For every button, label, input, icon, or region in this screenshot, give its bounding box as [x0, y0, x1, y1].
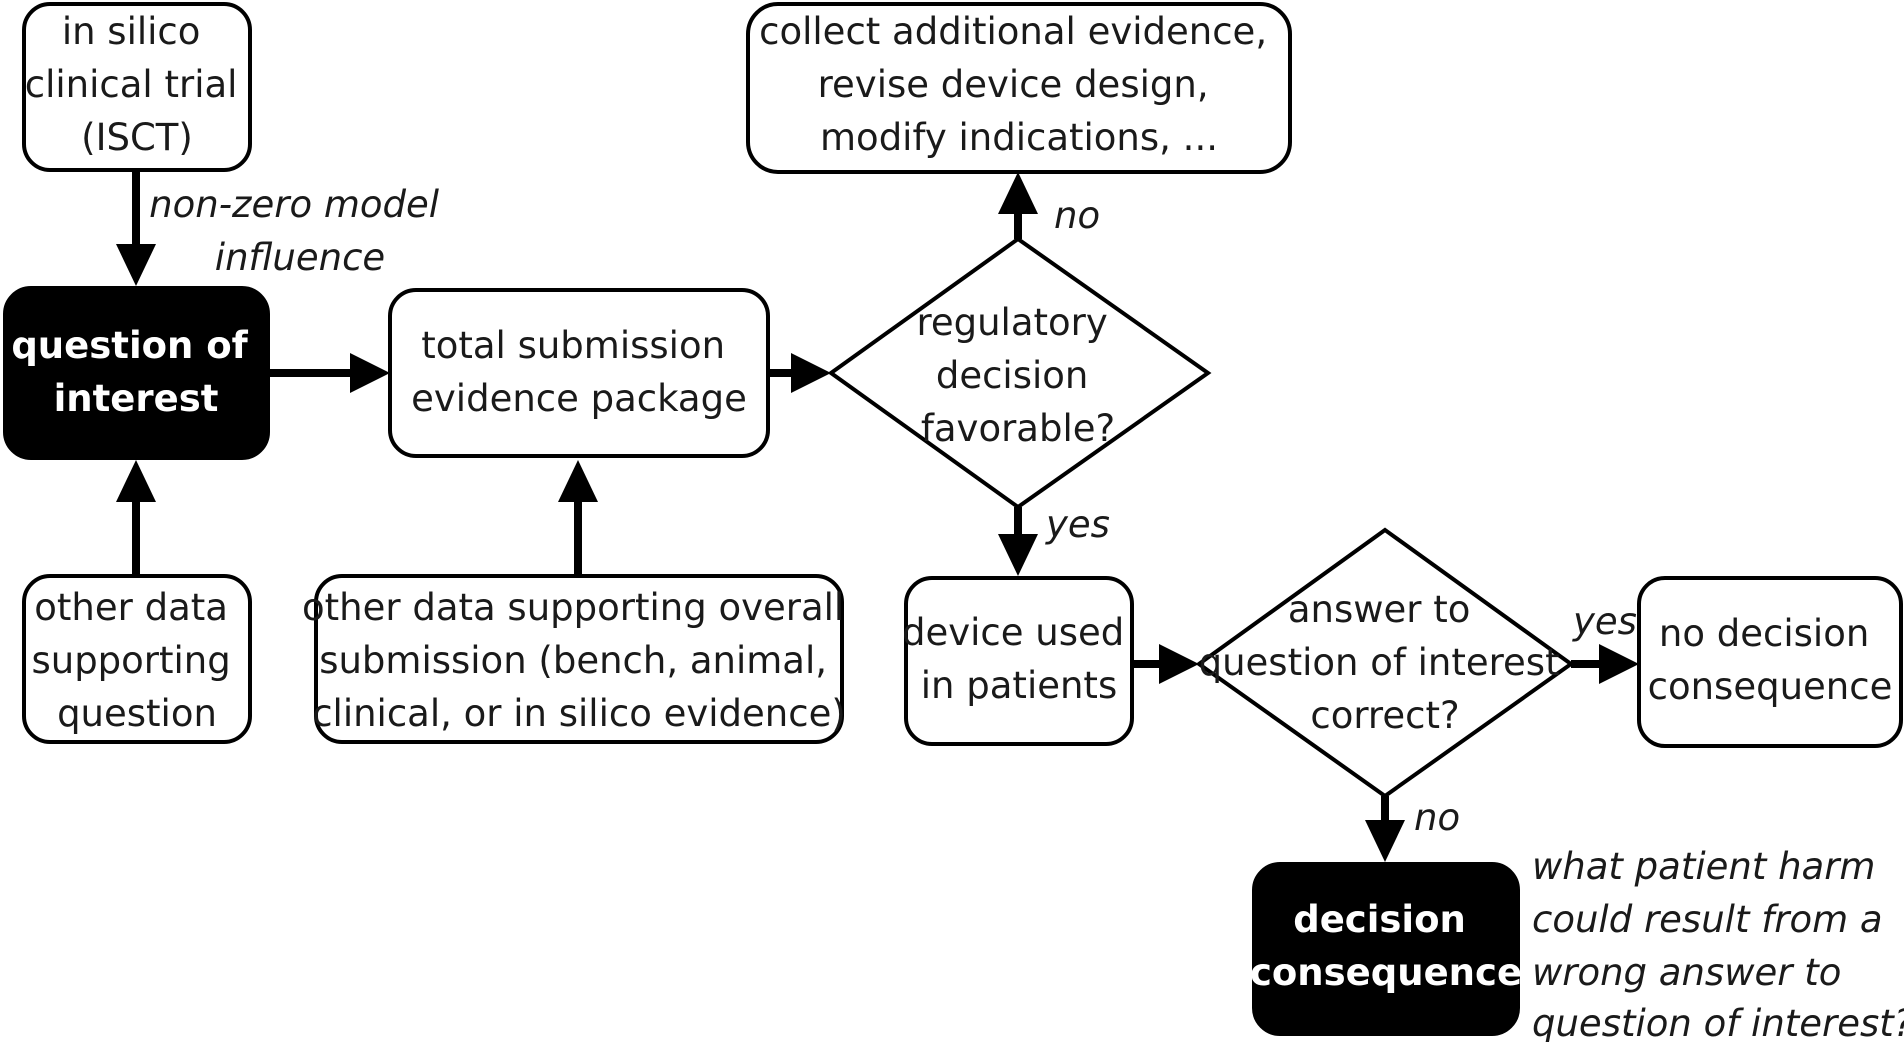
node-isct-line-3: (ISCT)	[81, 116, 193, 159]
node-regulatory-line-1: regulatory	[916, 301, 1107, 344]
node-otherdata-line-1: other data	[34, 586, 228, 629]
svg-text:question of interest: question of interest	[11, 324, 260, 420]
node-question-line-2: interest	[54, 377, 219, 420]
node-other-data-overall: other data supporting overall submission…	[302, 574, 856, 744]
edge-label-non-zero-influence: non-zero model influence	[149, 183, 451, 279]
annotation-harm-line-3: wrong answer to	[1532, 951, 1841, 994]
edge-label-answer-yes: yes	[1572, 600, 1637, 643]
node-collect-line-2: revise device design,	[818, 63, 1209, 106]
node-regulatory-decision: regulatory decision favorable?	[827, 236, 1212, 510]
node-isct-line-2: clinical trial	[25, 63, 238, 106]
svg-text:no decision consequence: no decision consequence	[1648, 612, 1893, 708]
svg-text:other data supporting: other data supporting question	[31, 586, 242, 735]
node-regulatory-line-2: decision	[936, 354, 1089, 397]
node-answer-line-3: correct?	[1310, 694, 1459, 737]
edge-device-to-answer	[1134, 644, 1199, 684]
svg-text:collect additional evidence,: collect additional evidence, revise devi…	[759, 10, 1279, 159]
node-collect-line-1: collect additional evidence,	[759, 10, 1267, 53]
node-consequence-line-1: decision	[1293, 898, 1466, 941]
node-device-used: device used in patients	[902, 576, 1136, 746]
annotation-harm-question: what patient harm could result from a wr…	[1532, 845, 1904, 1042]
edge-overall-to-submission	[558, 460, 598, 576]
edge-label-non-zero-line-2: influence	[215, 236, 385, 279]
node-answer-line-2: question of interest	[1199, 641, 1560, 684]
svg-text:total submission evidenc: total submission evidence package	[411, 324, 747, 420]
edge-isct-to-question	[116, 170, 156, 286]
node-noconsequence-line-2: consequence	[1648, 665, 1893, 708]
edge-label-regulatory-yes: yes	[1045, 503, 1110, 546]
node-answer-correct: answer to question of interest correct?	[1195, 527, 1575, 799]
svg-text:decision consequence: decision consequence	[1250, 898, 1522, 994]
svg-text:answer to question of in: answer to question of interest correct?	[1199, 588, 1572, 737]
node-collect-evidence: collect additional evidence, revise devi…	[746, 2, 1292, 174]
node-otherdata-line-2: supporting	[31, 639, 230, 682]
node-collect-line-3: modify indications, ...	[820, 116, 1218, 159]
edge-question-to-submission	[266, 353, 390, 393]
node-overall-line-3: clinical, or in silico evidence)	[312, 692, 846, 735]
edge-label-answer-no: no	[1414, 796, 1460, 839]
node-isct-line-1: in silico	[62, 10, 201, 53]
svg-text:in silico clinical trial: in silico clinical trial (ISCT)	[25, 10, 249, 159]
annotation-harm-line-1: what patient harm	[1532, 845, 1875, 888]
node-otherdata-line-3: question	[57, 692, 217, 735]
edge-answer-to-consequence	[1365, 796, 1405, 862]
node-question-of-interest: question of interest	[3, 286, 270, 460]
svg-text:device used in patients: device used in patients	[902, 611, 1136, 707]
node-submission-line-1: total submission	[421, 324, 725, 367]
node-consequence-line-2: consequence	[1250, 951, 1522, 994]
node-total-submission: total submission evidence package	[388, 288, 770, 458]
annotation-harm-line-4: question of interest?	[1532, 1002, 1904, 1042]
node-device-line-1: device used	[902, 611, 1124, 654]
node-overall-line-1: other data supporting overall	[302, 586, 844, 629]
edge-submission-to-regulatory	[768, 353, 831, 393]
node-noconsequence-line-1: no decision	[1659, 612, 1869, 655]
node-answer-line-1: answer to	[1288, 588, 1471, 631]
edge-answer-to-noconsequence	[1571, 644, 1639, 684]
node-overall-line-2: submission (bench, animal,	[319, 639, 827, 682]
edge-otherdata-to-question	[116, 460, 156, 576]
node-isct: in silico clinical trial (ISCT)	[22, 2, 252, 172]
svg-text:regulatory decision: regulatory decision favorable?	[916, 301, 1119, 450]
node-no-consequence: no decision consequence	[1637, 576, 1903, 748]
node-submission-line-2: evidence package	[411, 377, 747, 420]
svg-text:other data supporting overall: other data supporting overall submission…	[302, 586, 856, 735]
edge-label-regulatory-no: no	[1054, 194, 1100, 237]
node-decision-consequence: decision consequence	[1250, 862, 1522, 1036]
node-device-line-2: in patients	[921, 664, 1117, 707]
edge-regulatory-to-device	[998, 507, 1038, 576]
edge-label-non-zero-line-1: non-zero model	[149, 183, 440, 226]
node-regulatory-line-3: favorable?	[921, 407, 1115, 450]
annotation-harm-line-2: could result from a	[1532, 898, 1883, 941]
node-question-line-1: question of	[11, 324, 248, 367]
node-other-data-question: other data supporting question	[22, 574, 252, 744]
edge-regulatory-to-collect	[998, 172, 1038, 239]
